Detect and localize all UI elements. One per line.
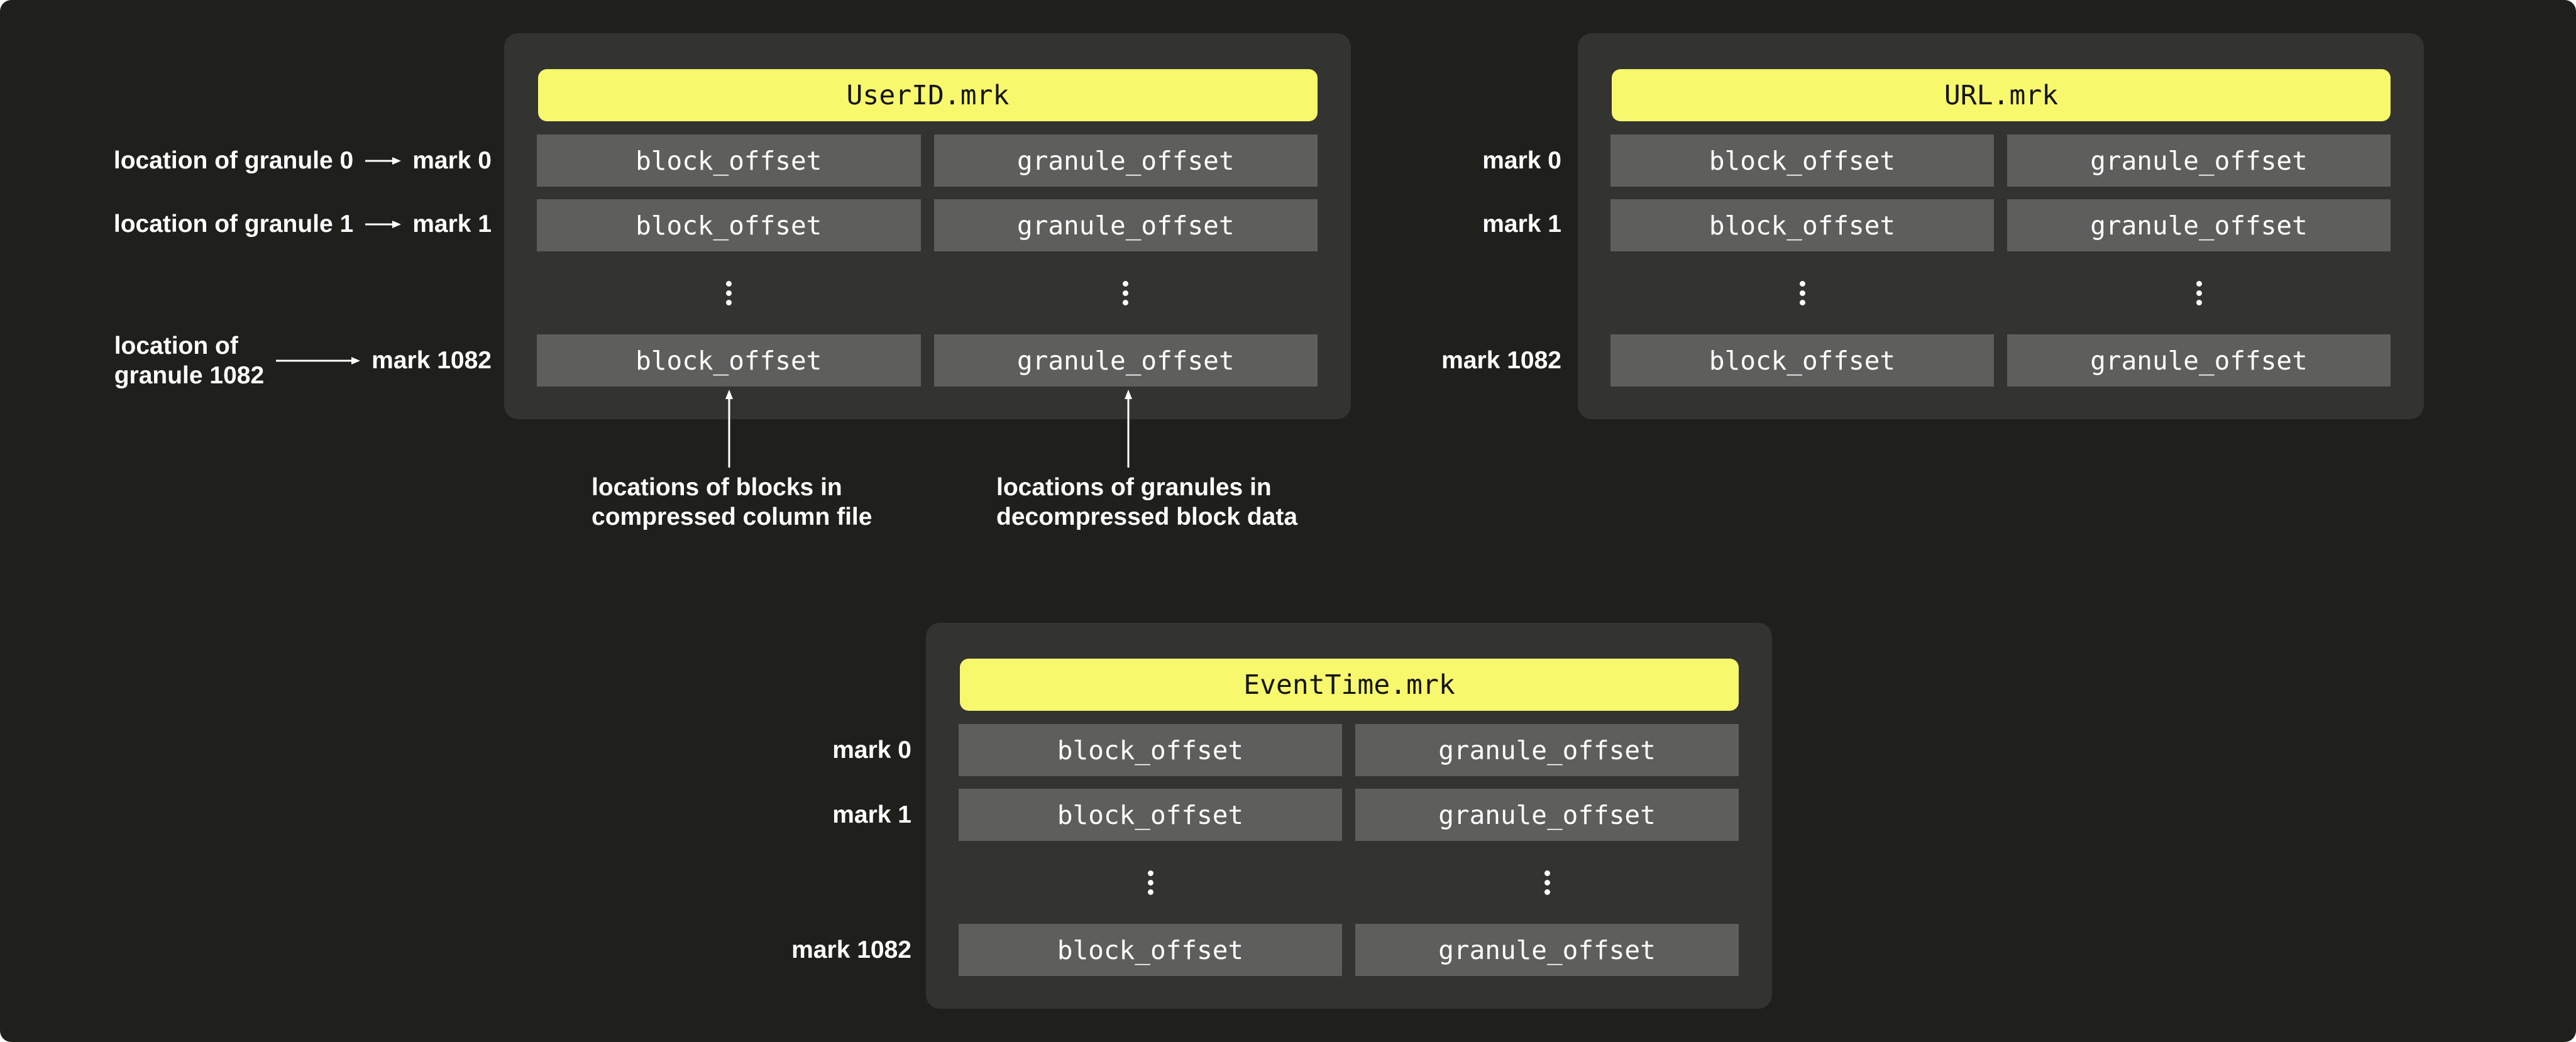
granule-offset-cell: granule_offset <box>2007 134 2391 187</box>
eventtime-mark-1082-label: mark 1082 <box>791 936 911 963</box>
block-offset-annotation: locations of blocks in compressed column… <box>592 474 872 530</box>
eventtime-mrk-panel: EventTime.mrk block_offset granule_offse… <box>926 623 1772 1009</box>
url-mrk-panel: URL.mrk block_offset granule_offset bloc… <box>1578 33 2424 419</box>
url-mrk-header: URL.mrk <box>1612 69 2391 121</box>
granule-offset-cell: granule_offset <box>1355 789 1739 841</box>
url-mrk-title: URL.mrk <box>1944 79 2059 111</box>
arrow-up-icon <box>1123 390 1134 469</box>
block-offset-cell: block_offset <box>1610 334 1994 387</box>
granule-1-location-label-row: location of granule 1 mark 1 <box>114 211 492 238</box>
eventtime-mark-row-1082: block_offset granule_offset <box>959 924 1739 976</box>
granule-offset-cell: granule_offset <box>2007 334 2391 387</box>
arrow-up-icon <box>724 390 735 469</box>
mark-1082-label: mark 1082 <box>372 347 492 374</box>
url-mark-row-1: block_offset granule_offset <box>1610 199 2391 251</box>
granule-offset-cell: granule_offset <box>1355 724 1739 776</box>
block-offset-cell: block_offset <box>959 789 1342 841</box>
block-offset-cell: block_offset <box>537 134 921 187</box>
granule-offset-cell: granule_offset <box>933 334 1318 387</box>
eventtime-mrk-title: EventTime.mrk <box>1243 669 1455 701</box>
vertical-ellipsis-icon <box>2196 280 2202 305</box>
vertical-ellipsis-icon <box>1799 280 1805 305</box>
granule-offset-annotation: locations of granules in decompressed bl… <box>996 474 1298 530</box>
granule-1-location-text: location of granule 1 <box>113 211 354 238</box>
vertical-ellipsis-icon <box>1123 280 1129 305</box>
userid-mrk-title: UserID.mrk <box>846 79 1010 111</box>
granule-offset-cell: granule_offset <box>1355 924 1739 976</box>
arrow-right-icon <box>365 157 402 165</box>
userid-mark-row-0: block_offset granule_offset <box>537 134 1318 187</box>
url-ellipsis-row <box>1610 251 2391 334</box>
url-mark-row-0: block_offset granule_offset <box>1610 134 2391 187</box>
userid-mark-row-1: block_offset granule_offset <box>537 199 1318 251</box>
block-offset-cell: block_offset <box>537 334 921 387</box>
block-offset-cell: block_offset <box>537 199 921 251</box>
mark-1-label: mark 1 <box>412 211 492 238</box>
vertical-ellipsis-icon <box>725 280 732 305</box>
eventtime-mark-0-label: mark 0 <box>832 737 911 764</box>
url-mark-0-label: mark 0 <box>1482 147 1561 174</box>
vertical-ellipsis-icon <box>1147 870 1153 895</box>
eventtime-mrk-header: EventTime.mrk <box>960 659 1739 711</box>
userid-mrk-header: UserID.mrk <box>538 69 1318 121</box>
url-mark-1082-label: mark 1082 <box>1441 347 1561 374</box>
granule-1082-location-label-row: location of granule 1082 mark 1082 <box>114 331 492 390</box>
vertical-ellipsis-icon <box>1544 870 1550 895</box>
url-mark-row-1082: block_offset granule_offset <box>1610 334 2391 387</box>
eventtime-mark-1-label: mark 1 <box>832 801 911 828</box>
userid-mrk-panel: UserID.mrk block_offset granule_offset b… <box>504 33 1351 419</box>
granule-0-location-label-row: location of granule 0 mark 0 <box>114 147 492 175</box>
granule-0-location-text: location of granule 0 <box>113 147 354 174</box>
userid-ellipsis-row <box>537 251 1318 334</box>
arrow-right-icon <box>276 357 361 365</box>
url-mark-1-label: mark 1 <box>1482 211 1561 238</box>
eventtime-mark-row-1: block_offset granule_offset <box>959 789 1739 841</box>
eventtime-ellipsis-row <box>959 841 1739 924</box>
block-offset-cell: block_offset <box>959 724 1342 776</box>
granule-1082-location-text: location of granule 1082 <box>114 332 265 389</box>
block-offset-cell: block_offset <box>1610 199 1994 251</box>
granule-offset-cell: granule_offset <box>2007 199 2391 251</box>
arrow-right-icon <box>365 221 402 228</box>
block-offset-cell: block_offset <box>1610 134 1994 187</box>
eventtime-mark-row-0: block_offset granule_offset <box>959 724 1739 776</box>
block-offset-cell: block_offset <box>959 924 1342 976</box>
granule-offset-cell: granule_offset <box>933 134 1318 187</box>
granule-offset-cell: granule_offset <box>933 199 1318 251</box>
userid-mark-row-1082: block_offset granule_offset <box>537 334 1318 387</box>
mark-0-label: mark 0 <box>412 147 492 174</box>
